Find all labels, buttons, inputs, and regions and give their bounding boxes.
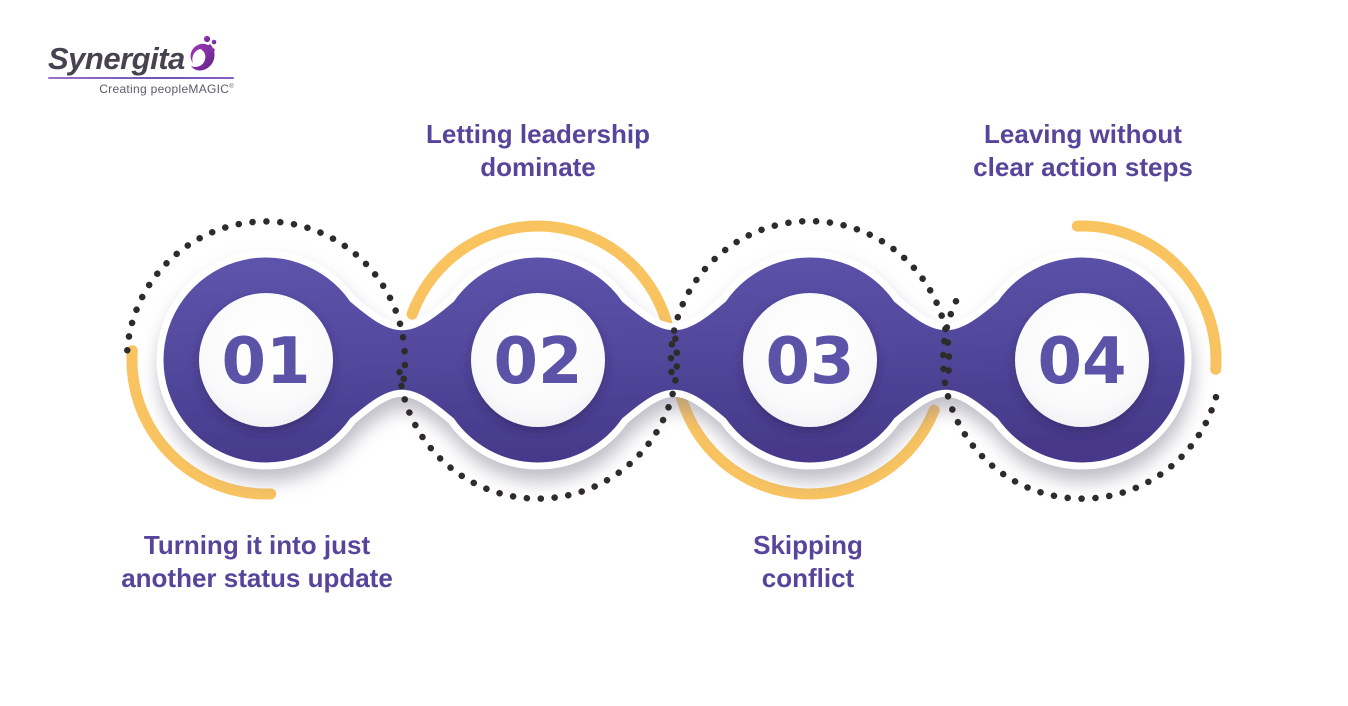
dotted-arc-03 [667, 217, 953, 388]
step-label-03-line2: conflict [761, 563, 855, 593]
step-label-03-line1: Skipping [753, 530, 863, 560]
logo-divider [48, 77, 234, 79]
yellow-arc-01 [126, 345, 277, 500]
dotted-arc-01 [124, 218, 409, 388]
chain-blob [156, 250, 1192, 470]
dotted-arc-02 [396, 332, 681, 502]
swirl-icon [190, 35, 217, 71]
step-number-01: 01 [221, 325, 310, 399]
step-circle-03 [743, 293, 877, 427]
yellow-arc-04 [1071, 220, 1222, 375]
step-label-01-line2: another status update [121, 563, 393, 593]
step-label-04: Leaving without clear action steps [883, 118, 1283, 184]
step-label-02: Letting leadership dominate [338, 118, 738, 184]
step-number-03: 03 [765, 325, 854, 399]
step-number-02: 02 [493, 325, 582, 399]
step-label-01-line1: Turning it into just [143, 530, 371, 560]
step-label-02-line1: Letting leadership [426, 119, 650, 149]
yellow-arc-03 [673, 382, 940, 500]
step-label-04-line2: clear action steps [973, 152, 1193, 182]
dotted-arc-04 [939, 297, 1222, 502]
yellow-arc-02 [406, 220, 677, 347]
step-number-04: 04 [1037, 325, 1126, 399]
step-circle-04 [1015, 293, 1149, 427]
step-label-03: Skipping conflict [608, 529, 1008, 595]
step-label-04-line1: Leaving without [984, 119, 1182, 149]
brand-logo: Synergita Creating peopleMAGIC® [48, 34, 238, 96]
step-label-01: Turning it into just another status upda… [57, 529, 457, 595]
brand-name: Synergita [48, 41, 185, 76]
brand-tagline: Creating peopleMAGIC® [48, 82, 234, 96]
step-circle-02 [471, 293, 605, 427]
tagline-text: Creating peopleMAGIC [99, 82, 230, 96]
registered-mark: ® [229, 84, 234, 90]
step-circle-01 [199, 293, 333, 427]
step-label-02-line2: dominate [480, 152, 596, 182]
